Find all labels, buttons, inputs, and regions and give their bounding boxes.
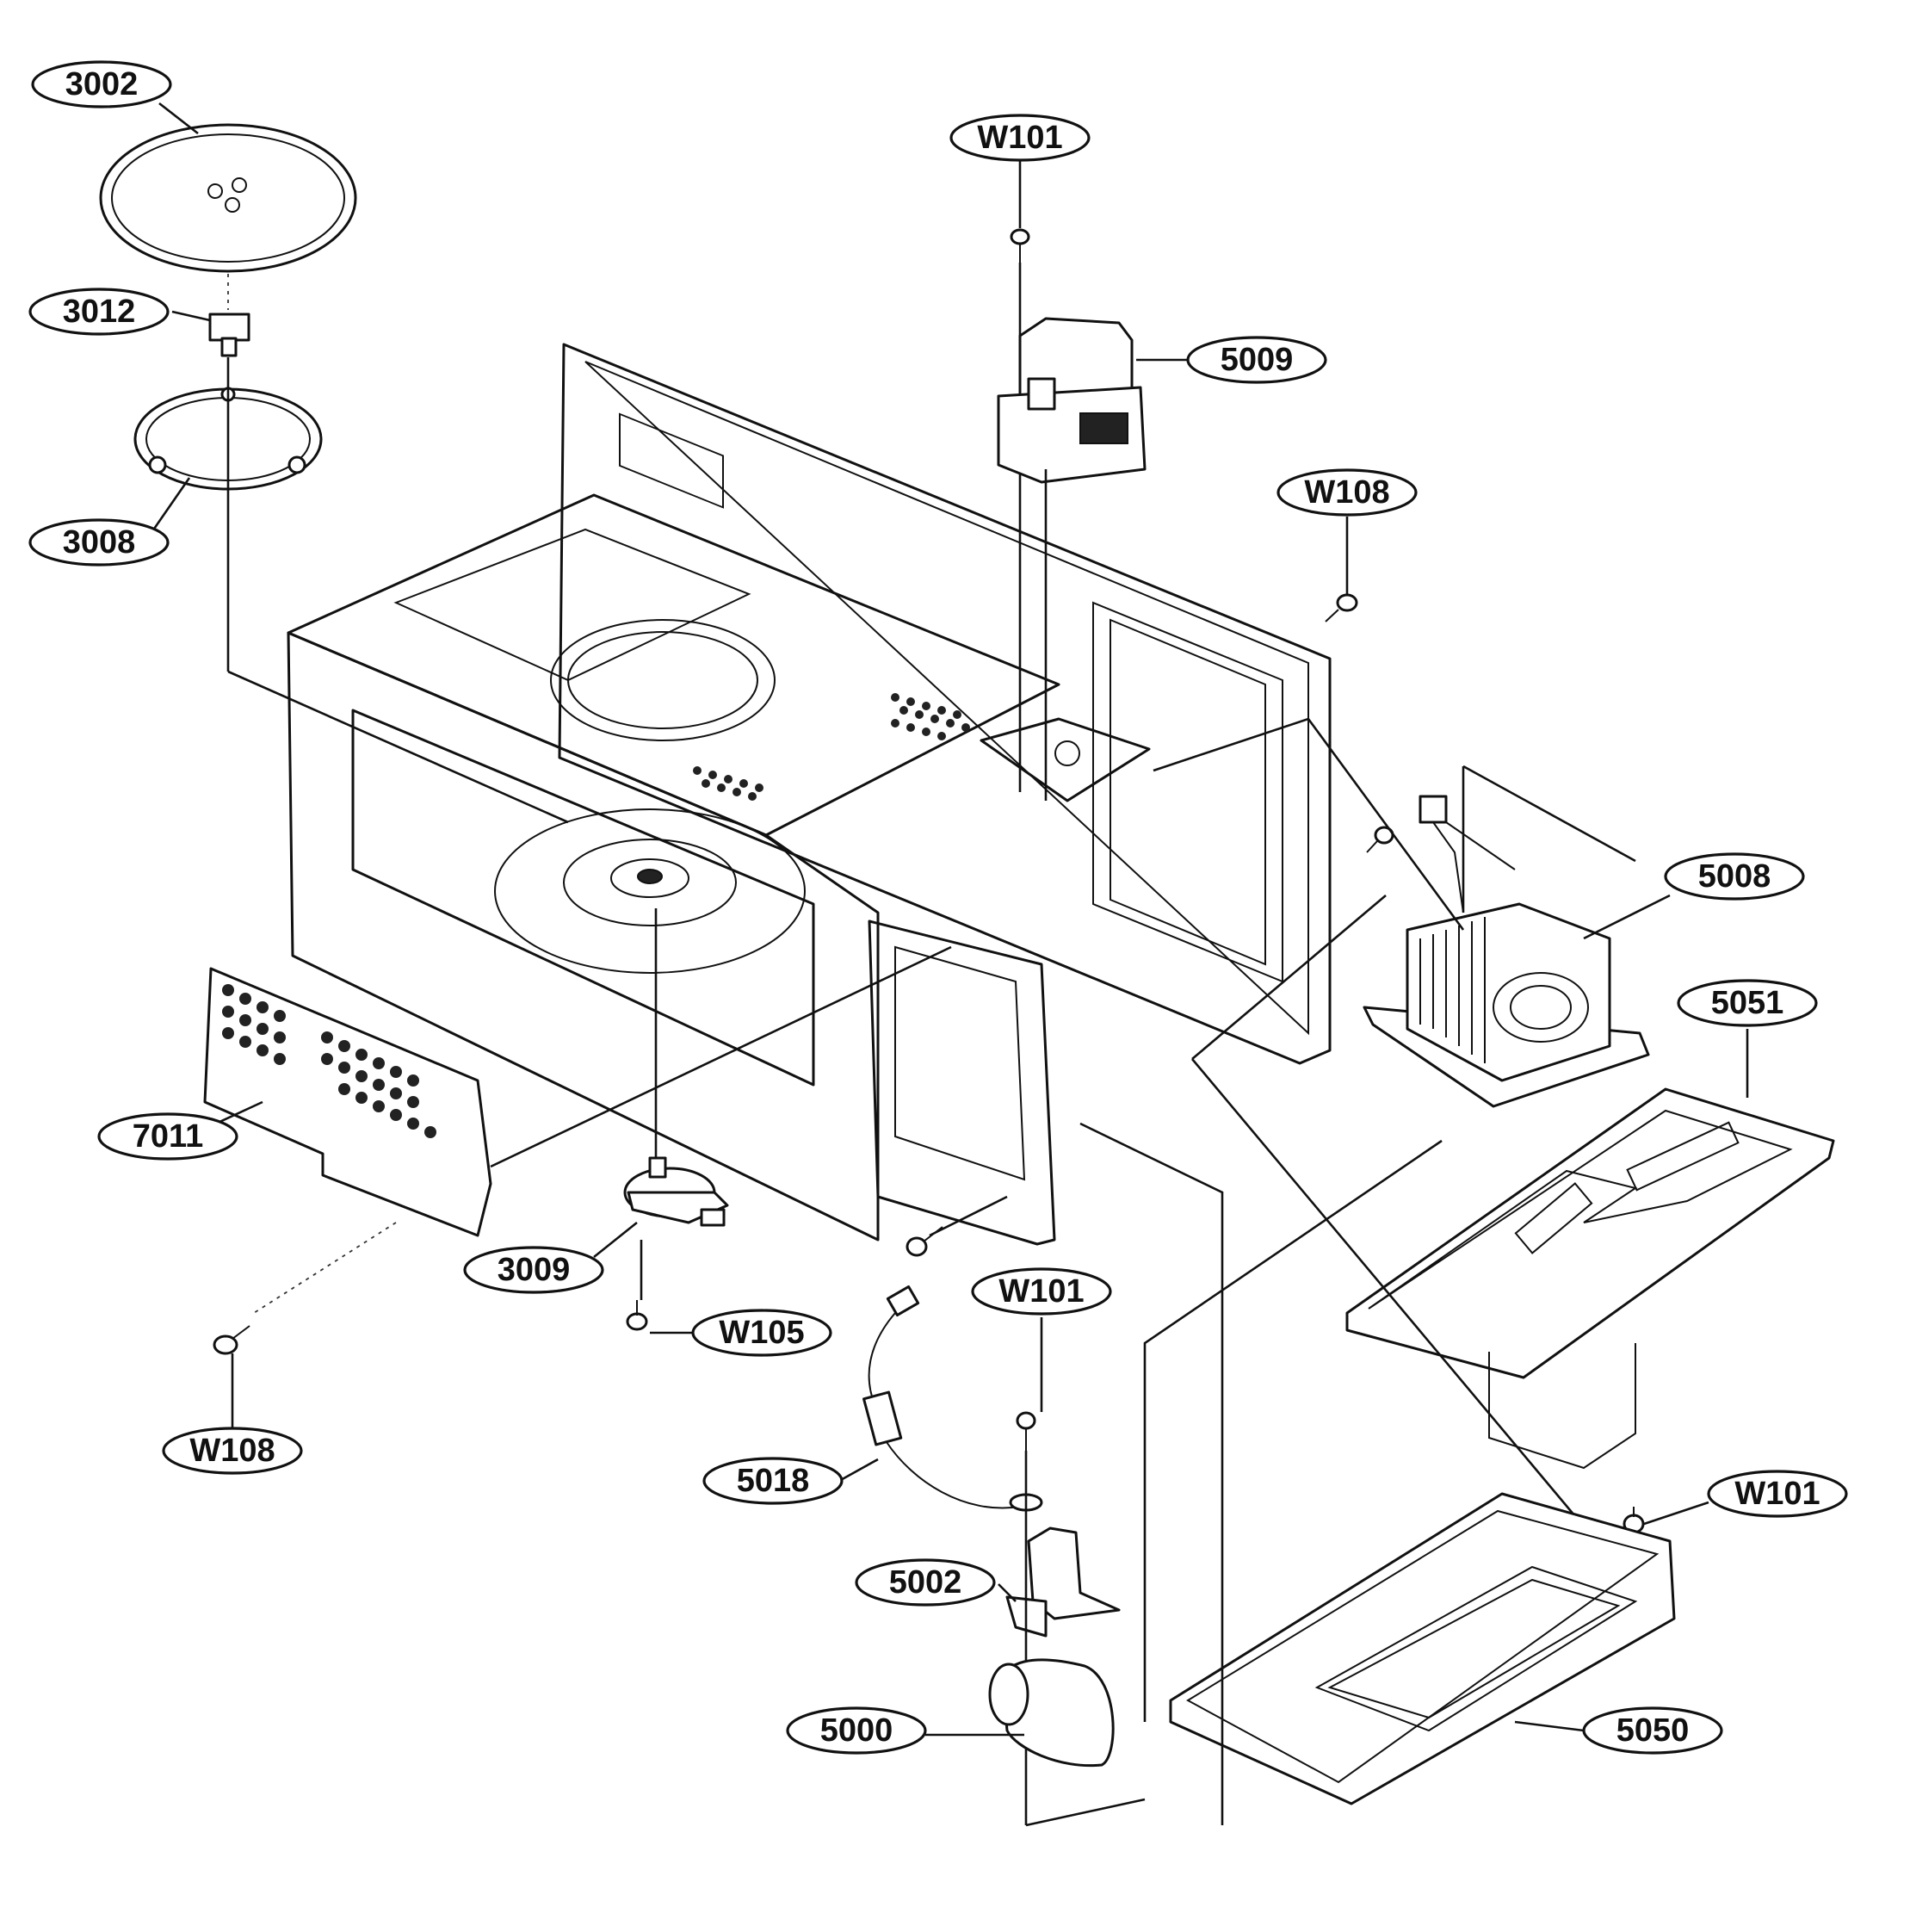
svg-text:3008: 3008 bbox=[63, 524, 136, 560]
label-w101-top: W101 bbox=[949, 114, 1091, 162]
svg-text:5051: 5051 bbox=[1711, 985, 1784, 1021]
screw-w108-left bbox=[213, 1325, 250, 1355]
svg-text:5000: 5000 bbox=[820, 1712, 893, 1749]
label-w108-left: W108 bbox=[162, 1427, 303, 1475]
label-w108-right: W108 bbox=[1276, 468, 1418, 517]
svg-text:5018: 5018 bbox=[737, 1463, 810, 1499]
svg-text:W108: W108 bbox=[1304, 474, 1389, 511]
label-5050: 5050 bbox=[1582, 1706, 1723, 1755]
svg-text:W101: W101 bbox=[977, 120, 1062, 156]
svg-text:5009: 5009 bbox=[1221, 342, 1294, 378]
svg-text:3012: 3012 bbox=[63, 294, 136, 330]
label-5009: 5009 bbox=[1186, 336, 1327, 384]
glass-tray-part bbox=[99, 123, 357, 273]
svg-text:5008: 5008 bbox=[1698, 858, 1771, 895]
bracket-plate-part bbox=[1345, 1087, 1835, 1379]
svg-text:7011: 7011 bbox=[133, 1118, 203, 1155]
label-3012: 3012 bbox=[28, 288, 170, 336]
label-7011: 7011 bbox=[97, 1112, 238, 1161]
label-5018: 5018 bbox=[702, 1457, 844, 1505]
label-3008: 3008 bbox=[28, 518, 170, 567]
sensor-wire-part bbox=[862, 1285, 1043, 1512]
label-w101-right: W101 bbox=[1707, 1470, 1848, 1518]
label-5002: 5002 bbox=[855, 1558, 996, 1607]
label-5000: 5000 bbox=[786, 1706, 927, 1755]
coupler-part bbox=[208, 313, 250, 357]
magnetron-part bbox=[997, 317, 1147, 484]
screw-w105 bbox=[626, 1300, 648, 1331]
svg-text:5002: 5002 bbox=[889, 1564, 962, 1601]
svg-text:3002: 3002 bbox=[65, 66, 139, 102]
top-vent-holes bbox=[693, 693, 970, 801]
bottom-plate-part bbox=[1169, 1492, 1676, 1805]
vent-cover-part bbox=[203, 967, 492, 1237]
screw-center bbox=[1366, 826, 1394, 853]
oven-cavity-assembly bbox=[287, 343, 1332, 1246]
label-5051: 5051 bbox=[1677, 979, 1818, 1027]
label-3009: 3009 bbox=[463, 1246, 604, 1294]
label-w105: W105 bbox=[691, 1309, 832, 1357]
turntable-motor-part bbox=[623, 1156, 729, 1227]
screw-w101-mid bbox=[1016, 1411, 1036, 1451]
svg-text:3009: 3009 bbox=[498, 1252, 571, 1288]
switch-bracket-part bbox=[1005, 1526, 1121, 1638]
svg-text:W105: W105 bbox=[719, 1315, 804, 1351]
screw-w101-top bbox=[1010, 228, 1030, 263]
svg-text:W101: W101 bbox=[998, 1273, 1084, 1310]
svg-text:5050: 5050 bbox=[1616, 1712, 1690, 1749]
lamp-part bbox=[988, 1658, 1115, 1768]
label-w101-mid: W101 bbox=[971, 1267, 1112, 1316]
label-3002: 3002 bbox=[31, 60, 172, 108]
svg-text:W108: W108 bbox=[189, 1433, 275, 1469]
label-5008: 5008 bbox=[1664, 852, 1805, 901]
svg-text:W101: W101 bbox=[1734, 1476, 1820, 1512]
transformer-part bbox=[1363, 795, 1650, 1108]
screw-w108-right bbox=[1325, 593, 1358, 622]
